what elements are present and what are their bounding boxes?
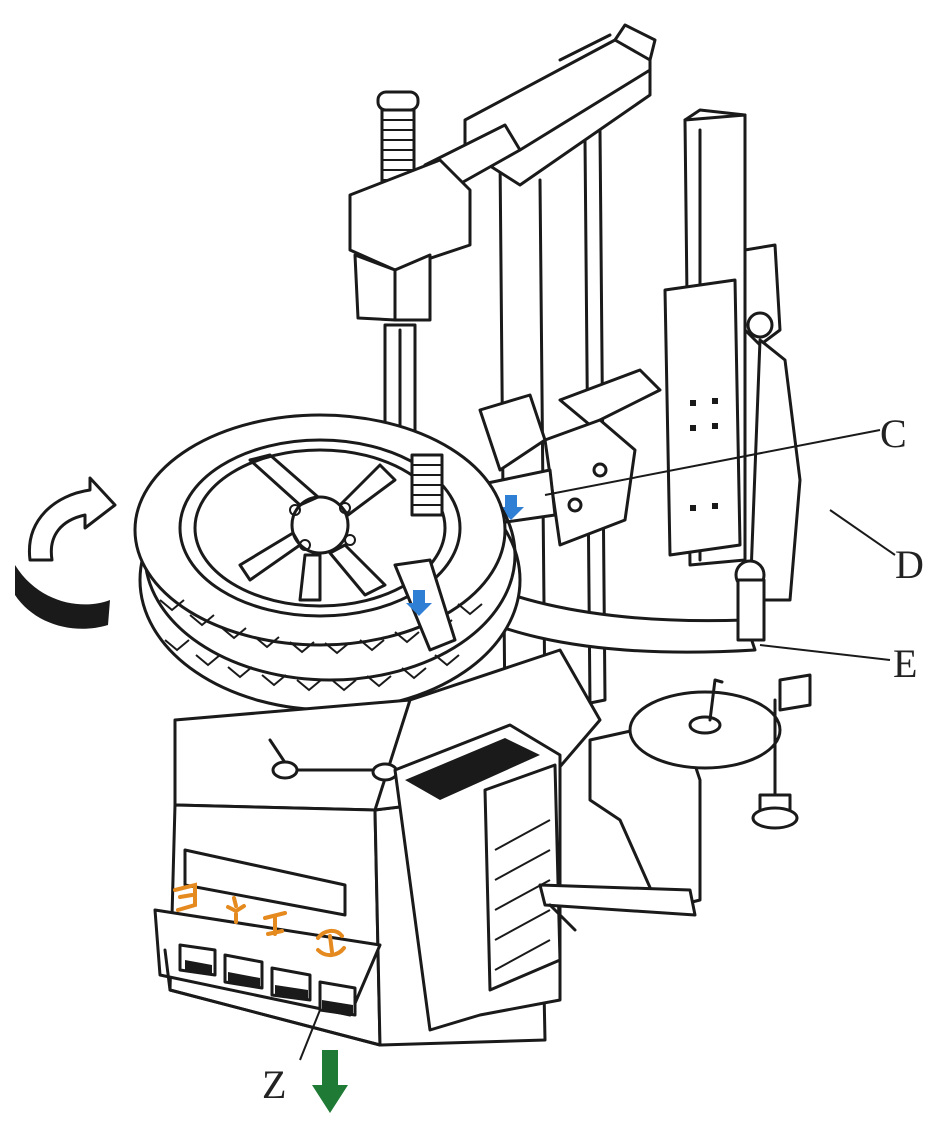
mount-tool bbox=[393, 453, 457, 652]
leader-c bbox=[544, 429, 881, 496]
pedal-symbols bbox=[173, 882, 346, 957]
tire-wheel bbox=[133, 413, 522, 712]
green-arrow-down bbox=[312, 1050, 348, 1113]
mount-head bbox=[348, 90, 472, 437]
rotation-symbol bbox=[316, 929, 346, 957]
tilt-column-symbol bbox=[263, 911, 287, 936]
label-d: D bbox=[895, 542, 924, 587]
turntable-clamp-symbol bbox=[226, 896, 246, 924]
auxiliary-column bbox=[663, 108, 802, 602]
blue-arrow-upper bbox=[498, 495, 524, 520]
swing-arm bbox=[543, 368, 662, 547]
label-z: Z bbox=[262, 1062, 286, 1107]
wheel-lift bbox=[538, 673, 812, 932]
rotation-arrow bbox=[15, 476, 117, 629]
label-c: C bbox=[880, 411, 907, 456]
leader-z bbox=[299, 1009, 321, 1061]
leader-e bbox=[759, 644, 891, 661]
leader-d bbox=[829, 509, 896, 556]
side-cabinet bbox=[393, 723, 562, 1032]
pedal-panel bbox=[153, 848, 382, 1047]
bead-breaker-symbol bbox=[173, 882, 197, 912]
horizontal-arm bbox=[423, 23, 657, 197]
label-e: E bbox=[893, 641, 917, 686]
blue-arrow-lower bbox=[406, 590, 432, 616]
leader-lines bbox=[299, 429, 896, 1061]
